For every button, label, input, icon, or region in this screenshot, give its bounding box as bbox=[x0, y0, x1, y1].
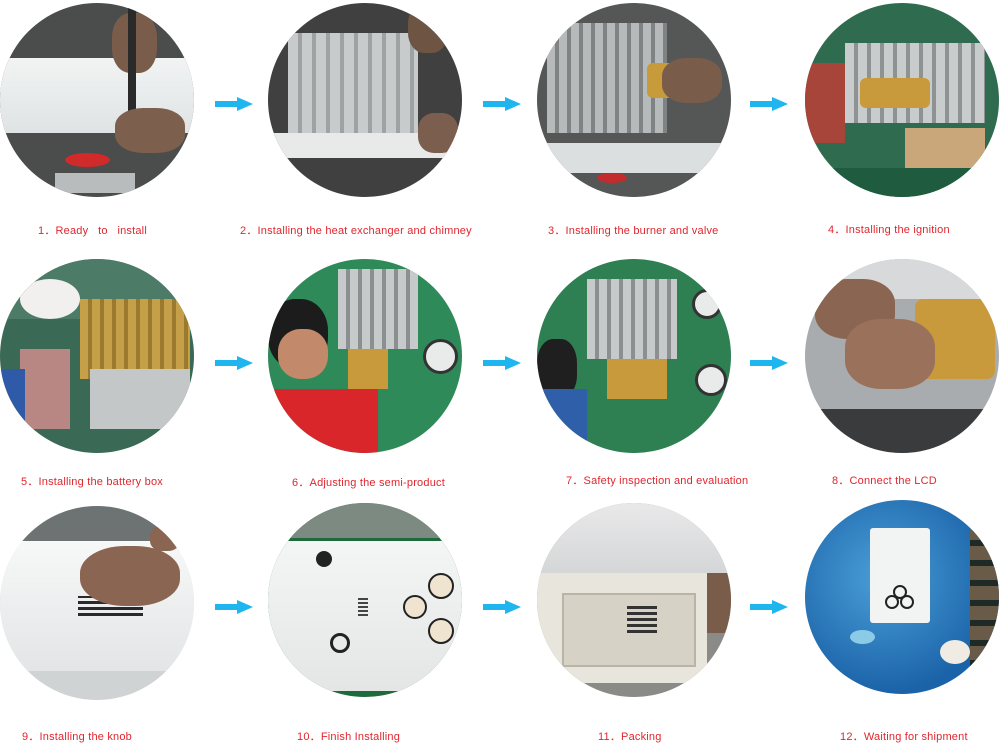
right-arrow-icon bbox=[215, 356, 253, 370]
step-9-photo bbox=[0, 506, 194, 700]
right-arrow-icon bbox=[215, 97, 253, 111]
step-12-photo bbox=[805, 500, 999, 694]
step-7-photo bbox=[537, 259, 731, 453]
right-arrow-icon bbox=[750, 97, 788, 111]
step-4-photo bbox=[805, 3, 999, 197]
step-5-photo bbox=[0, 259, 194, 453]
step-8-caption: 8．Connect the LCD bbox=[832, 475, 937, 487]
step-1-caption: 1．Ready to install bbox=[38, 225, 147, 237]
step-11-caption: 11．Packing bbox=[598, 731, 662, 743]
right-arrow-icon bbox=[215, 600, 253, 614]
step-4-caption: 4．Installing the ignition bbox=[828, 224, 950, 236]
right-arrow-icon bbox=[483, 356, 521, 370]
right-arrow-icon bbox=[483, 600, 521, 614]
step-10-photo bbox=[268, 503, 462, 697]
right-arrow-icon bbox=[750, 600, 788, 614]
step-1-photo bbox=[0, 3, 194, 197]
right-arrow-icon bbox=[483, 97, 521, 111]
right-arrow-icon bbox=[750, 356, 788, 370]
step-6-caption: 6．Adjusting the semi-product bbox=[292, 477, 445, 489]
step-5-caption: 5．Installing the battery box bbox=[21, 476, 163, 488]
step-6-photo bbox=[268, 259, 462, 453]
step-9-caption: 9．Installing the knob bbox=[22, 731, 133, 743]
step-3-caption: 3．Installing the burner and valve bbox=[548, 225, 719, 237]
step-11-photo bbox=[537, 503, 731, 697]
step-10-caption: 10．Finish Installing bbox=[297, 731, 401, 743]
step-8-photo bbox=[805, 259, 999, 453]
step-2-caption: 2．Installing the heat exchanger and chim… bbox=[240, 225, 472, 237]
step-3-photo bbox=[537, 3, 731, 197]
step-7-caption: 7．Safety inspection and evaluation bbox=[566, 475, 749, 487]
step-2-photo bbox=[268, 3, 462, 197]
step-12-caption: 12．Waiting for shipment bbox=[840, 731, 968, 743]
